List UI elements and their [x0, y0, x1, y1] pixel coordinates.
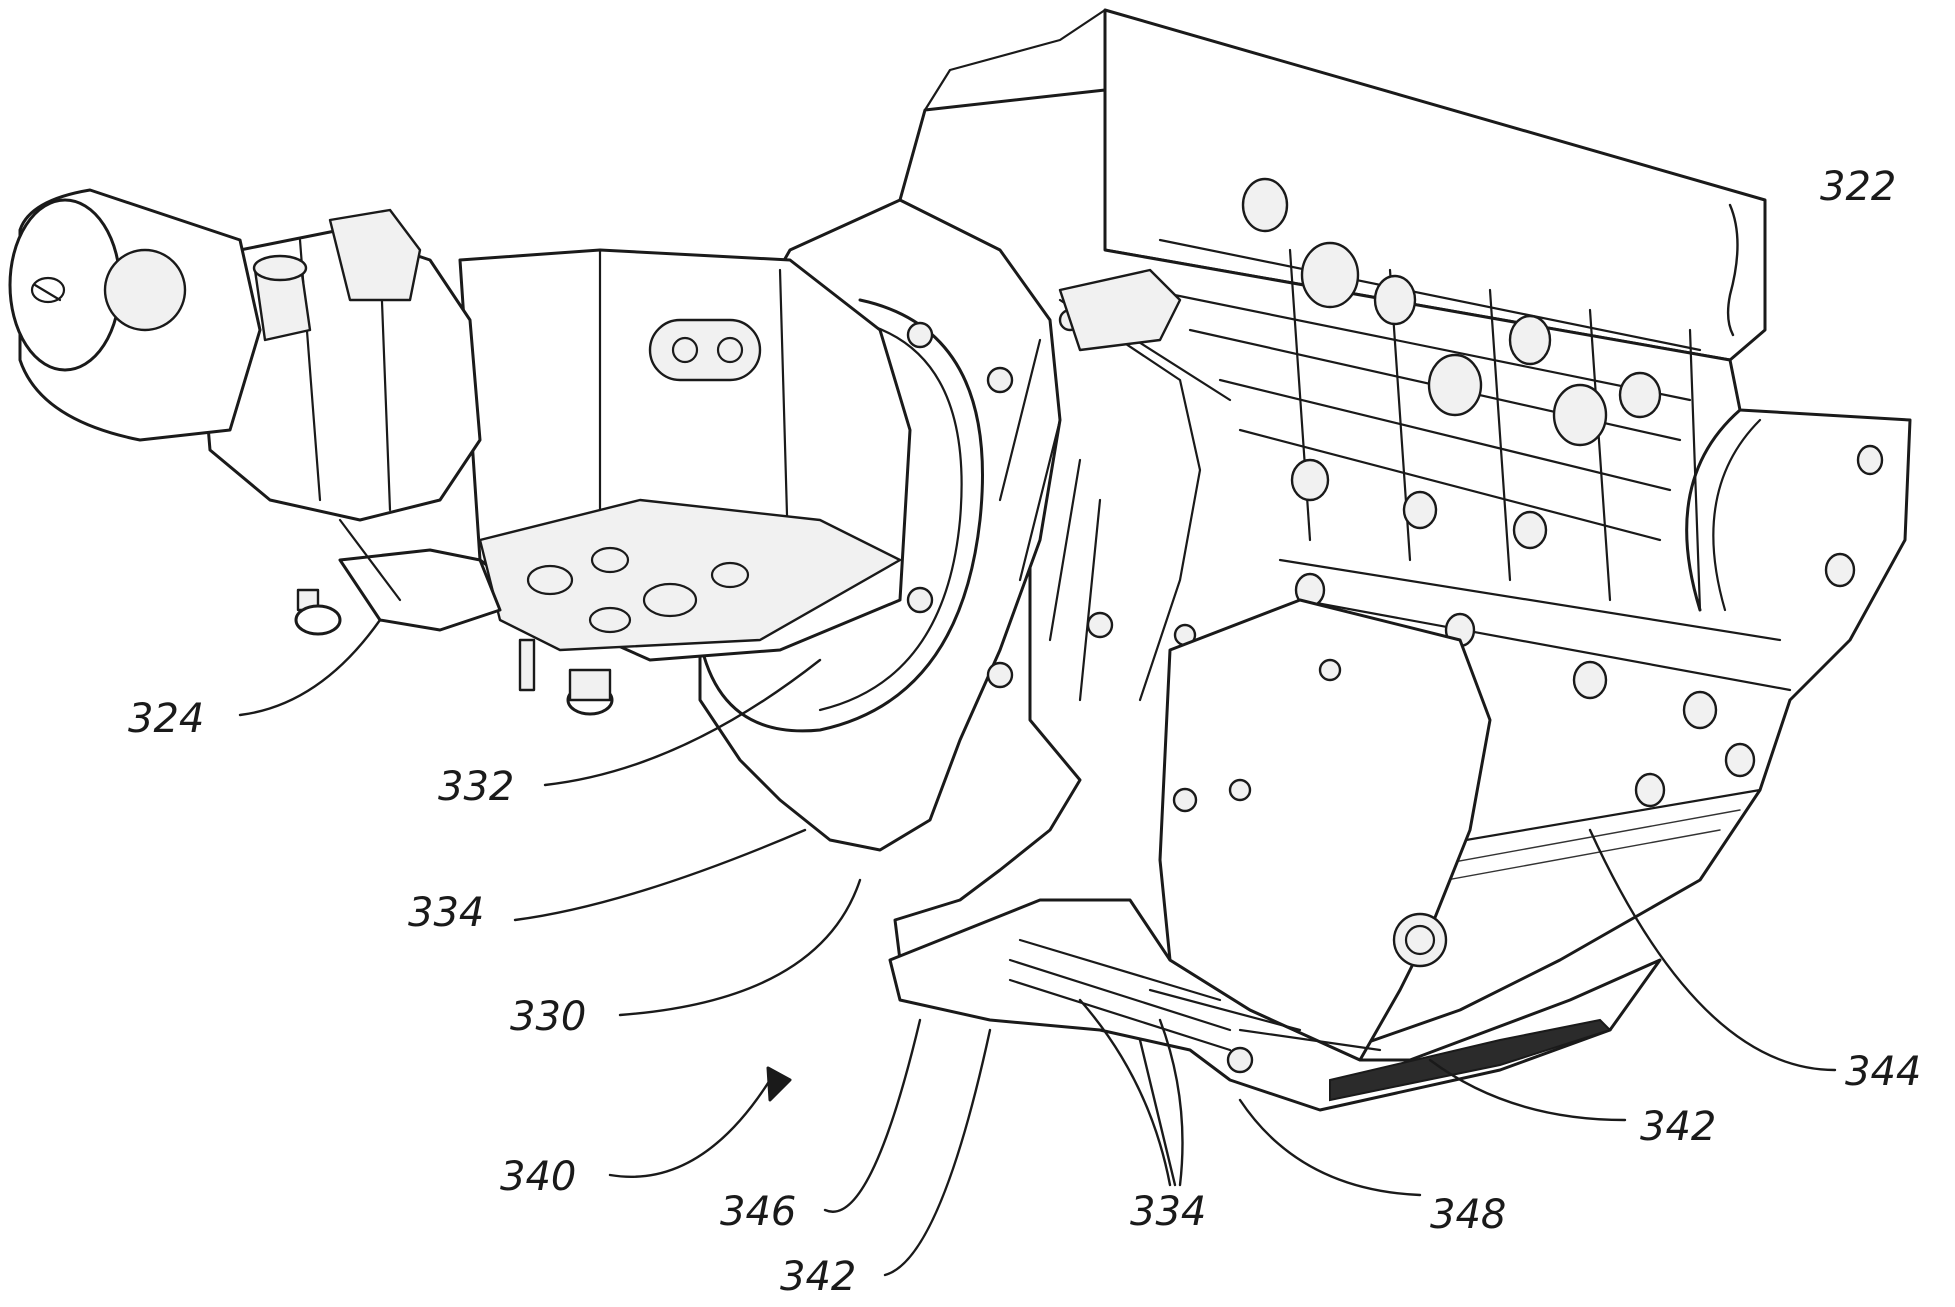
leader-346: [823, 1018, 922, 1213]
leader-342a: [883, 1028, 992, 1277]
leader-344: [1588, 828, 1837, 1072]
arrow-340: [766, 1066, 792, 1102]
left-assembly: [8, 188, 912, 716]
leader-334b-2: [1138, 1038, 1177, 1187]
label-322: 322: [1820, 164, 1896, 210]
leader-324: [238, 618, 382, 717]
leader-330: [618, 878, 862, 1017]
leader-334b-1: [1078, 998, 1172, 1187]
label-342-right: 342: [1640, 1104, 1716, 1150]
oil-pan-assembly: [888, 598, 1662, 1112]
leader-340: [608, 1078, 772, 1178]
leader-322: [1726, 203, 1739, 337]
leader-348: [1238, 1098, 1422, 1197]
label-324: 324: [128, 696, 204, 742]
label-332: 332: [438, 764, 514, 810]
label-334-lower: 334: [1130, 1189, 1206, 1235]
callout-labels: 322 324 332 334 330 340 346 342 334 348 …: [128, 164, 1921, 1300]
leader-342b: [1428, 1058, 1627, 1122]
leader-332: [543, 658, 822, 787]
leader-334a: [513, 828, 807, 922]
leader-334b-3: [1158, 1018, 1184, 1187]
label-340: 340: [500, 1154, 576, 1200]
label-330: 330: [510, 994, 586, 1040]
label-342-lower: 342: [780, 1254, 856, 1300]
leader-lines: [238, 203, 1837, 1277]
label-348: 348: [1430, 1192, 1506, 1238]
label-334-upper: 334: [408, 890, 484, 936]
label-344: 344: [1845, 1049, 1921, 1095]
label-346: 346: [720, 1189, 796, 1235]
